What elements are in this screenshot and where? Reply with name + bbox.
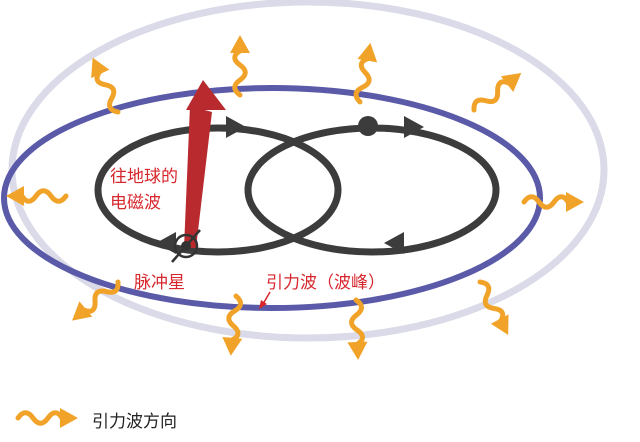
wave-crest-ellipse	[1, 85, 543, 311]
squiggle-arrow-icon	[524, 192, 584, 212]
legend-squiggle-arrow-icon	[18, 408, 78, 428]
pulsar-star-icon	[171, 229, 201, 263]
squiggle-arrow-icon	[346, 300, 368, 361]
crest-pointer	[262, 291, 271, 305]
em-beam-head-icon	[186, 80, 226, 110]
squiggle-arrow-icon	[468, 65, 528, 118]
em-wave-label-line2: 电磁波	[110, 193, 161, 213]
pulsar-label: 脉冲星	[134, 273, 185, 293]
em-wave-label-line1: 往地球的	[110, 167, 178, 187]
right-orbit-arrow-icon	[404, 116, 424, 138]
left-orbit-arrow-icon	[226, 116, 246, 138]
companion-star-icon	[358, 116, 378, 136]
left-orbit	[94, 116, 342, 256]
crest-pointer-head-icon	[259, 300, 267, 309]
gw-crest-label: 引力波（波峰）	[266, 273, 385, 293]
em-beam-icon	[184, 106, 212, 248]
right-orbit-arrow-icon	[384, 232, 404, 254]
legend-label: 引力波方向	[92, 412, 177, 432]
left-orbit-arrow-icon	[156, 232, 176, 254]
